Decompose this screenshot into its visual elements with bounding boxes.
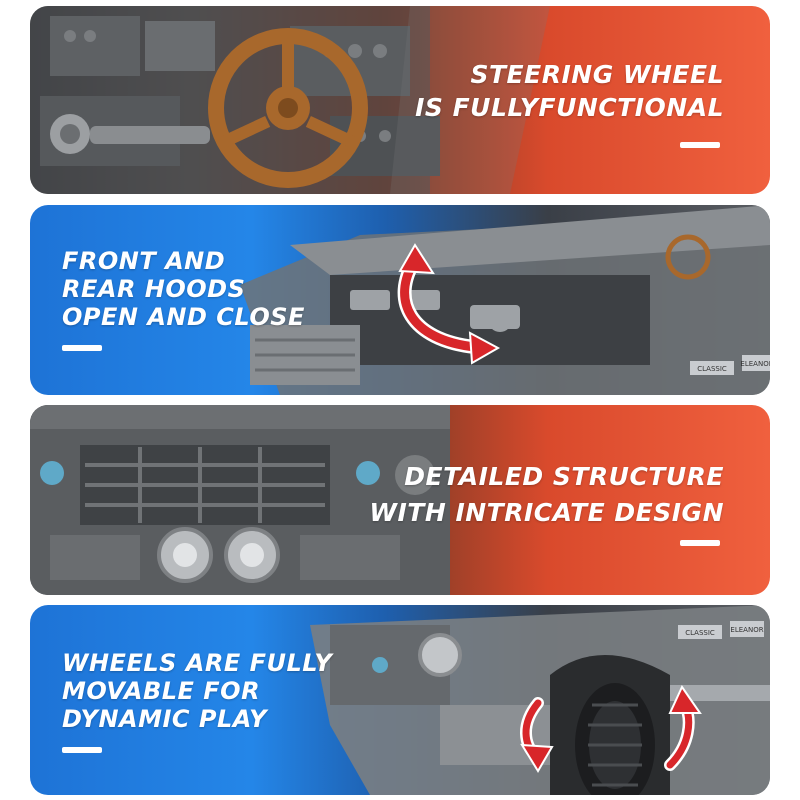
caption-structure: DETAILED STRUCTURE WITH INTRICATE DESIGN: [369, 459, 724, 531]
hood-photo: CLASSIC ELEANOR: [240, 205, 770, 395]
caption-line: STEERING WHEEL: [470, 60, 724, 89]
caption-line: WITH INTRICATE DESIGN: [369, 498, 724, 527]
panel-hoods: CLASSIC ELEANOR FRONT AND REAR HOODS OPE…: [30, 205, 770, 395]
steering-wheel-photo: [30, 6, 550, 194]
badge-eleanor: ELEANOR: [740, 360, 770, 368]
badge-classic: CLASSIC: [685, 629, 715, 637]
wheel-icon: [575, 683, 655, 795]
caption-hoods: FRONT AND REAR HOODS OPEN AND CLOSE: [62, 247, 305, 331]
accent-bar: [62, 747, 102, 753]
wheel-photo: CLASSIC ELEANOR: [310, 605, 770, 795]
panel-structure: DETAILED STRUCTURE WITH INTRICATE DESIGN: [30, 405, 770, 595]
caption-line: OPEN AND CLOSE: [62, 303, 305, 331]
grille-photo: [30, 405, 450, 595]
curved-arrow-icon: [520, 684, 702, 773]
caption-line: MOVABLE FOR: [62, 677, 261, 705]
steering-wheel-icon: [208, 28, 368, 188]
caption-line: DETAILED STRUCTURE: [404, 462, 724, 491]
curved-arrow-icon: [397, 243, 501, 365]
headlight-icon: [157, 527, 280, 583]
accent-bar: [62, 345, 102, 351]
panel-wheels: CLASSIC ELEANOR WHEELS ARE FULLY MOVABLE…: [30, 605, 770, 795]
badge-eleanor: ELEANOR: [730, 626, 763, 634]
accent-bar: [680, 540, 720, 546]
caption-line: DYNAMIC PLAY: [62, 705, 267, 733]
accent-bar: [680, 142, 720, 148]
panel-steering-wheel: STEERING WHEEL IS FULLYFUNCTIONAL: [30, 6, 770, 194]
caption-wheels: WHEELS ARE FULLY MOVABLE FOR DYNAMIC PLA…: [62, 649, 332, 733]
caption-steering-wheel: STEERING WHEEL IS FULLYFUNCTIONAL: [415, 58, 724, 124]
badge-classic: CLASSIC: [697, 365, 727, 373]
caption-line: REAR HOODS: [62, 275, 246, 303]
caption-line: IS FULLYFUNCTIONAL: [415, 93, 724, 122]
caption-line: WHEELS ARE FULLY: [62, 649, 333, 677]
caption-line: FRONT AND: [62, 247, 226, 275]
